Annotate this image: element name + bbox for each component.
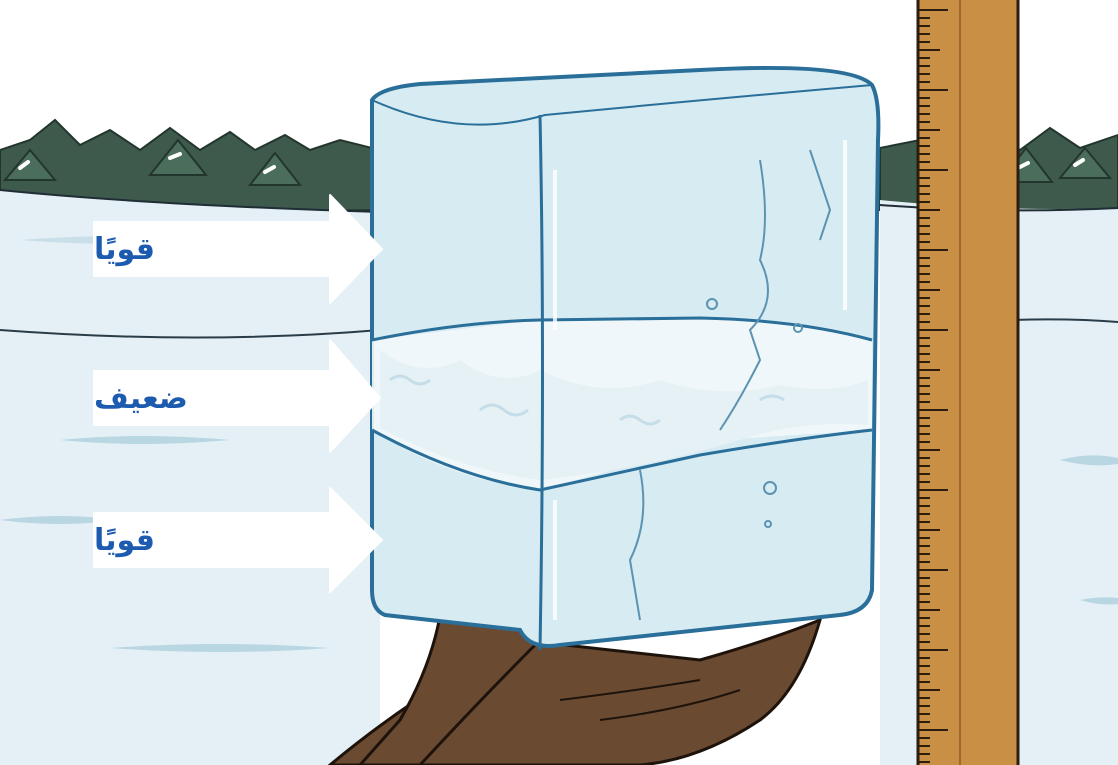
weak-middle-label: ضعيف — [94, 371, 274, 425]
ruler — [918, 0, 1018, 765]
strong-bottom-label: قويًا — [94, 513, 274, 567]
strong-top-label: قويًا — [94, 222, 274, 276]
ice-block — [372, 68, 878, 650]
